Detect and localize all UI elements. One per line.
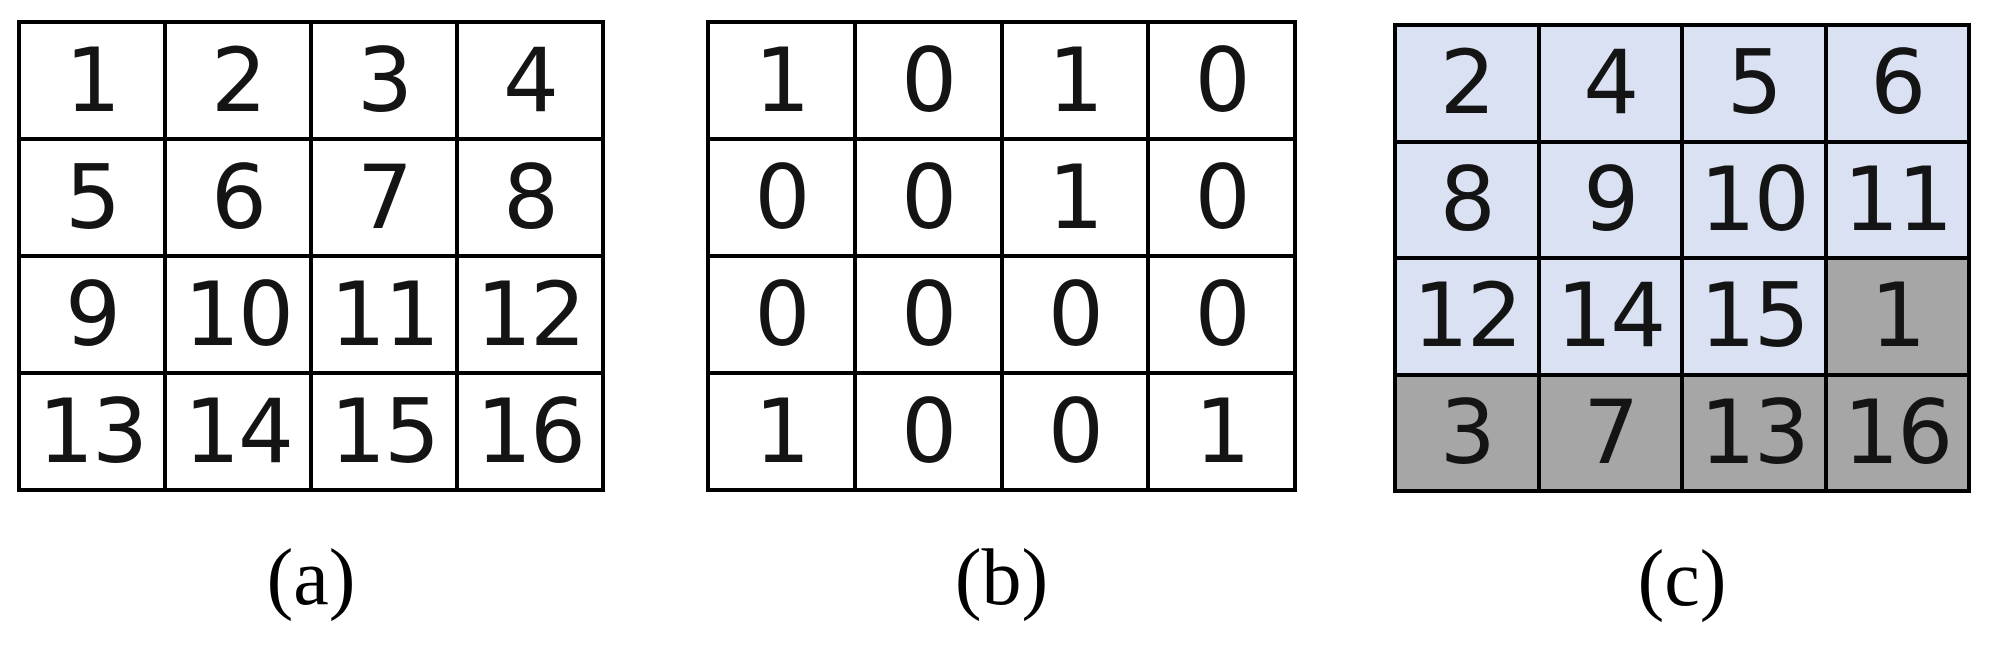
grid-cell: 15 <box>1684 260 1824 373</box>
grid-cell: 16 <box>459 375 601 488</box>
grid-cell: 0 <box>710 141 853 254</box>
grid-cell: 9 <box>21 258 163 371</box>
grid-cell: 5 <box>1684 27 1824 140</box>
grid-cell: 0 <box>856 141 1000 254</box>
grid-cell: 6 <box>167 141 309 254</box>
grid-cell: 13 <box>21 375 163 488</box>
grid-cell: 7 <box>313 141 455 254</box>
grid-cell: 14 <box>1540 260 1680 373</box>
panel-a-label: (a) <box>266 534 356 622</box>
grid-cell: 0 <box>856 24 1000 137</box>
grid-cell: 0 <box>710 258 853 371</box>
grid-cell: 11 <box>1827 143 1967 256</box>
grid-cell: 2 <box>1397 27 1537 140</box>
grid-cell: 3 <box>313 24 455 137</box>
grid-cell: 5 <box>21 141 163 254</box>
grid-cell: 10 <box>1684 143 1824 256</box>
panel-c-label: (c) <box>1637 535 1727 623</box>
grid-cell: 1 <box>710 24 853 137</box>
grid-cell: 4 <box>1540 27 1680 140</box>
grid-cell: 14 <box>167 375 309 488</box>
grid-cell: 9 <box>1540 143 1680 256</box>
grid-cell: 1 <box>1150 375 1293 488</box>
grid-cell: 1 <box>1003 24 1147 137</box>
panel-c: 2 4 5 6 8 9 10 11 12 14 15 1 3 7 13 16 (… <box>1393 23 1971 619</box>
grid-cell: 0 <box>1150 141 1293 254</box>
grid-cell: 1 <box>1003 141 1147 254</box>
grid-cell: 0 <box>1003 375 1147 488</box>
grid-cell: 8 <box>459 141 601 254</box>
grid-cell: 16 <box>1827 376 1967 489</box>
grid-a: 1 2 3 4 5 6 7 8 9 10 11 12 13 14 15 16 <box>17 20 605 492</box>
grid-cell: 10 <box>167 258 309 371</box>
grid-cell: 2 <box>167 24 309 137</box>
panel-b-label: (b) <box>954 534 1049 622</box>
grid-cell: 1 <box>1827 260 1967 373</box>
grid-cell: 0 <box>856 375 1000 488</box>
grid-cell: 11 <box>313 258 455 371</box>
grid-cell: 4 <box>459 24 601 137</box>
grid-cell: 1 <box>21 24 163 137</box>
grid-cell: 8 <box>1397 143 1537 256</box>
grid-cell: 0 <box>1003 258 1147 371</box>
panel-b: 1 0 1 0 0 0 1 0 0 0 0 0 1 0 0 1 (b) <box>706 20 1297 618</box>
grid-cell: 7 <box>1540 376 1680 489</box>
grid-cell: 0 <box>1150 24 1293 137</box>
grid-cell: 0 <box>856 258 1000 371</box>
grid-cell: 13 <box>1684 376 1824 489</box>
panel-a: 1 2 3 4 5 6 7 8 9 10 11 12 13 14 15 16 (… <box>17 20 605 618</box>
grid-cell: 12 <box>1397 260 1537 373</box>
grid-cell: 15 <box>313 375 455 488</box>
grid-b: 1 0 1 0 0 0 1 0 0 0 0 0 1 0 0 1 <box>706 20 1297 492</box>
grid-c: 2 4 5 6 8 9 10 11 12 14 15 1 3 7 13 16 <box>1393 23 1971 493</box>
grid-cell: 1 <box>710 375 853 488</box>
grid-cell: 0 <box>1150 258 1293 371</box>
grid-cell: 12 <box>459 258 601 371</box>
grid-cell: 6 <box>1827 27 1967 140</box>
grid-cell: 3 <box>1397 376 1537 489</box>
